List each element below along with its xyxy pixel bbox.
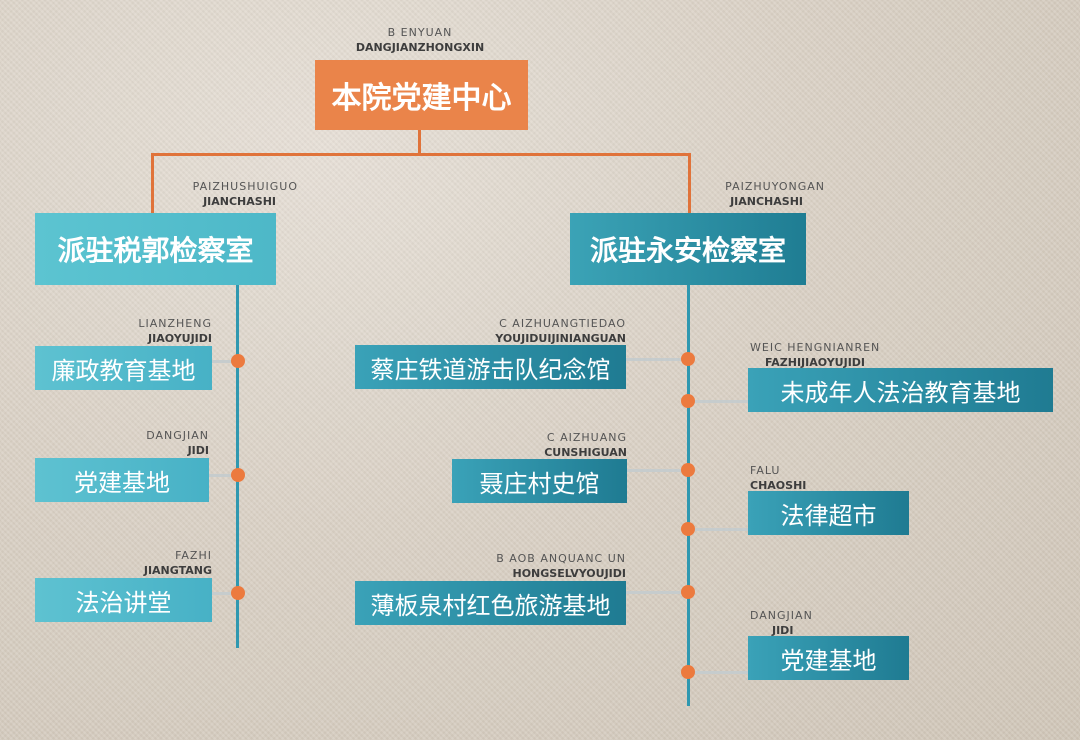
item-pinyin-line1: WEIC HENGNIANREN <box>750 341 881 354</box>
node-dot <box>681 394 695 408</box>
right-branch-connector <box>688 153 691 213</box>
left-dept-pinyin-line2: JIANCHASHI <box>203 195 276 208</box>
item-pinyin-line1: C AIZHUANGTIEDAO <box>499 317 626 330</box>
node-dot <box>681 352 695 366</box>
right-dept-pinyin: PAIZHUYONGAN JIANCHASHI <box>680 179 825 209</box>
right-item-village-history[interactable]: 聂庄村史馆 <box>452 459 627 503</box>
left-dept-pinyin: PAIZHUSHUIGUO JIANCHASHI <box>150 179 298 209</box>
left-item-lianzheng[interactable]: 廉政教育基地 <box>35 346 212 390</box>
node-dot <box>681 522 695 536</box>
right-item-dangjian[interactable]: 党建基地 <box>748 636 909 680</box>
item-pinyin: C AIZHUANG CUNSHIGUAN <box>480 430 627 460</box>
item-connector <box>209 474 237 477</box>
left-item-dangjian[interactable]: 党建基地 <box>35 458 209 502</box>
item-connector <box>212 592 237 595</box>
right-dept-pinyin-line1: PAIZHUYONGAN <box>725 180 825 193</box>
node-dot <box>681 665 695 679</box>
left-spine <box>236 285 239 648</box>
right-item-law-supermarket[interactable]: 法律超市 <box>748 491 909 535</box>
root-connector <box>418 130 421 156</box>
item-pinyin: DANGJIAN JIDI <box>100 428 209 458</box>
left-item-fazhi[interactable]: 法治讲堂 <box>35 578 212 622</box>
left-branch-connector <box>151 153 154 213</box>
item-pinyin-line2: JIDI <box>772 624 794 637</box>
item-connector <box>212 360 237 363</box>
item-pinyin: WEIC HENGNIANREN FAZHIJIAOYUJIDI <box>750 340 880 370</box>
node-dot <box>231 468 245 482</box>
item-pinyin-line1: LIANZHENG <box>138 317 212 330</box>
right-dept-pinyin-line2: JIANCHASHI <box>730 195 803 208</box>
item-pinyin: DANGJIAN JIDI <box>750 608 813 638</box>
node-dot <box>681 585 695 599</box>
item-pinyin-line1: DANGJIAN <box>146 429 209 442</box>
item-pinyin-line2: CUNSHIGUAN <box>544 446 627 459</box>
item-pinyin-line1: DANGJIAN <box>750 609 813 622</box>
item-pinyin-line1: B AOB ANQUANC UN <box>496 552 626 565</box>
item-connector <box>626 591 688 594</box>
left-dept-node[interactable]: 派驻税郭检察室 <box>35 213 276 285</box>
item-pinyin-line2: YOUJIDUIJINIANGUAN <box>495 332 626 345</box>
right-item-caizhuang-memorial[interactable]: 蔡庄铁道游击队纪念馆 <box>355 345 626 389</box>
node-dot <box>231 354 245 368</box>
left-dept-pinyin-line1: PAIZHUSHUIGUO <box>192 180 298 193</box>
root-pinyin-line2: DANGJIANZHONGXIN <box>355 41 485 54</box>
node-dot <box>681 463 695 477</box>
item-pinyin-line2: HONGSELVYOUJIDI <box>512 567 626 580</box>
item-pinyin-line1: FALU <box>750 464 781 477</box>
item-connector <box>688 528 748 531</box>
item-connector <box>688 671 748 674</box>
item-pinyin: LIANZHENG JIAOYUJIDI <box>100 316 212 346</box>
root-node[interactable]: 本院党建中心 <box>315 60 528 130</box>
item-pinyin-line2: JIANGTANG <box>143 564 212 577</box>
right-item-red-tourism[interactable]: 薄板泉村红色旅游基地 <box>355 581 626 625</box>
item-pinyin-line2: JIDI <box>187 444 209 457</box>
item-connector <box>627 469 688 472</box>
item-connector <box>626 358 688 361</box>
item-pinyin-line2: JIAOYUJIDI <box>148 332 212 345</box>
right-dept-node[interactable]: 派驻永安检察室 <box>570 213 806 285</box>
right-item-minors-law[interactable]: 未成年人法治教育基地 <box>748 368 1053 412</box>
item-pinyin-line1: C AIZHUANG <box>546 431 627 444</box>
item-pinyin: FAZHI JIANGTANG <box>100 548 212 578</box>
root-pinyin: B ENYUAN DANGJIANZHONGXIN <box>350 25 490 55</box>
item-connector <box>688 400 748 403</box>
right-spine <box>687 285 690 706</box>
root-pinyin-line1: B ENYUAN <box>387 26 453 39</box>
item-pinyin-line1: FAZHI <box>175 549 212 562</box>
item-pinyin-line2: CHAOSHI <box>750 479 807 492</box>
item-pinyin: FALU CHAOSHI <box>750 463 806 493</box>
item-pinyin: B AOB ANQUANC UN HONGSELVYOUJIDI <box>430 551 626 581</box>
item-pinyin: C AIZHUANGTIEDAO YOUJIDUIJINIANGUAN <box>430 316 626 346</box>
branch-connector <box>151 153 691 156</box>
item-pinyin-line2: FAZHIJIAOYUJIDI <box>765 356 866 369</box>
node-dot <box>231 586 245 600</box>
